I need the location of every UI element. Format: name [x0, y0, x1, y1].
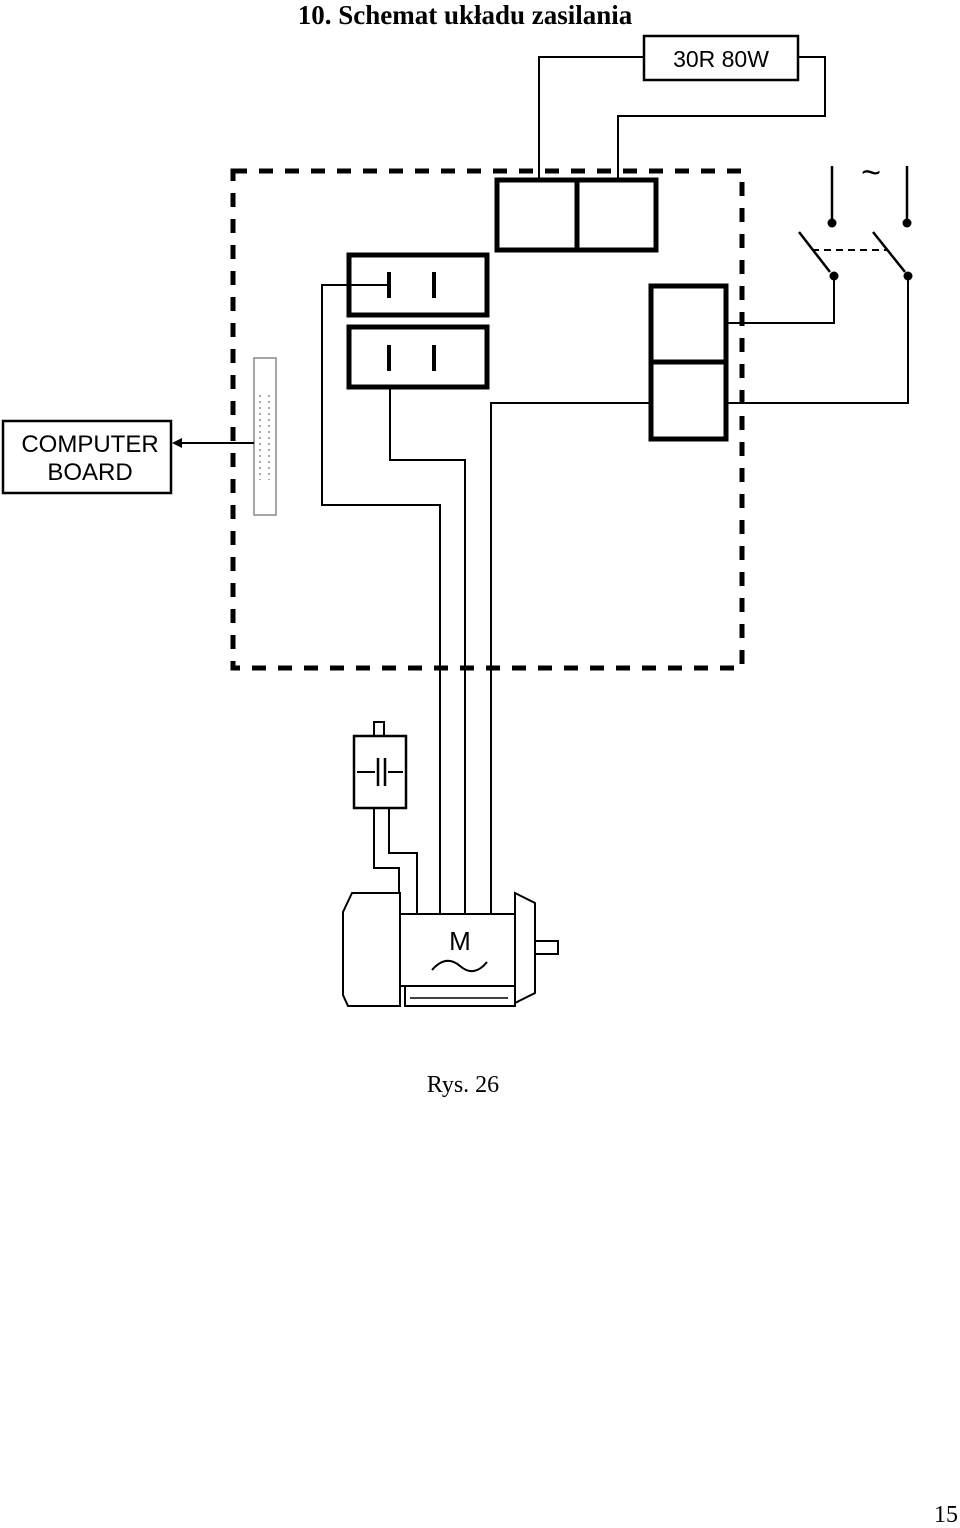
capacitor-wire-left — [373, 808, 400, 915]
figure-caption: Rys. 26 — [426, 1072, 500, 1098]
connector-to-board-arrowhead — [172, 438, 182, 448]
resistor-label: 30R 80W — [673, 46, 769, 72]
top-terminal-block — [494, 177, 659, 253]
mains-switch — [726, 166, 913, 404]
resistor-wire-left — [538, 56, 644, 180]
page-number: 15 — [934, 1502, 958, 1528]
motor-wire-c — [490, 402, 651, 915]
motor-ac-wave-icon — [431, 959, 488, 973]
motor-capacitor — [352, 721, 408, 810]
ac-motor: M — [342, 891, 559, 1007]
ac-symbol: ~ — [861, 154, 881, 192]
relay-contact-lower — [346, 324, 490, 390]
control-box-outline — [230, 168, 745, 671]
page-title: 10. Schemat układu zasilania — [297, 0, 633, 30]
pin-header-connector — [253, 357, 277, 516]
resistor-component: 30R 80W — [642, 34, 800, 82]
computer-board-label-line2: BOARD — [47, 459, 132, 486]
computer-board-label-line1: COMPUTER — [21, 431, 158, 458]
computer-board-box: COMPUTER BOARD — [1, 419, 173, 495]
mains-terminal-block — [648, 283, 729, 442]
capacitor-wire-right — [388, 808, 418, 915]
motor-label: M — [449, 926, 471, 956]
resistor-wire-right — [617, 56, 826, 180]
power-supply-wiring-diagram: 30R 80W ~ — [1, 34, 913, 1007]
motor-wire-a — [321, 284, 441, 915]
motor-wire-b — [389, 385, 466, 915]
